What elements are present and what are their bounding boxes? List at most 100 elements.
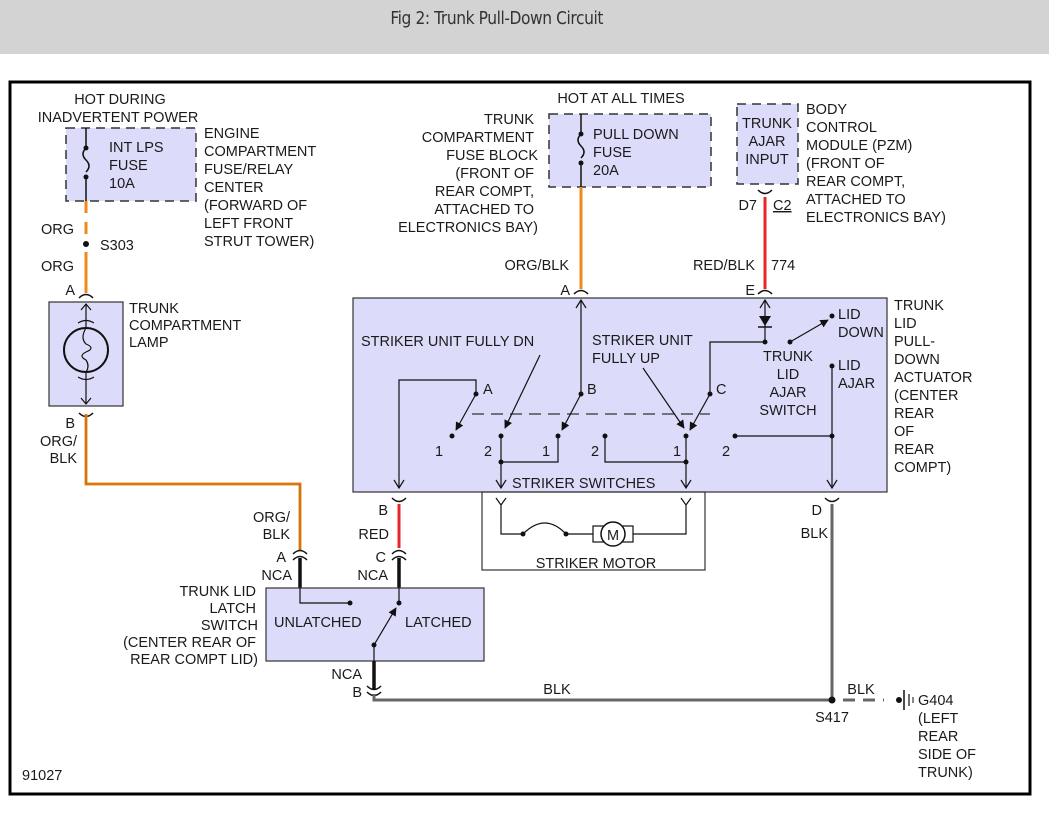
svg-text:BLK: BLK <box>50 451 78 467</box>
svg-text:FULLY UP: FULLY UP <box>592 351 660 367</box>
svg-text:SIDE OF: SIDE OF <box>918 747 976 763</box>
svg-text:COMPARTMENT: COMPARTMENT <box>204 144 316 160</box>
splice-s417 <box>828 696 836 704</box>
svg-text:ORG: ORG <box>41 222 74 238</box>
body-control-module: TRUNK AJAR INPUT BODY CONTROL MODULE (PZ… <box>736 102 946 226</box>
svg-text:ATTACHED TO: ATTACHED TO <box>434 202 534 218</box>
pull-down-fuse-block: HOT AT ALL TIMES PULL DOWN FUSE 20A TRUN… <box>398 91 712 236</box>
svg-text:FUSE: FUSE <box>593 145 632 161</box>
svg-text:REAR: REAR <box>894 406 934 422</box>
svg-text:TRUNK: TRUNK <box>763 349 813 365</box>
svg-text:OF: OF <box>894 424 914 440</box>
svg-text:BLK: BLK <box>801 526 829 542</box>
svg-text:(CENTER REAR OF: (CENTER REAR OF <box>123 635 256 651</box>
svg-text:TRUNK: TRUNK <box>894 298 944 314</box>
svg-text:1: 1 <box>673 444 681 460</box>
svg-text:TRUNK: TRUNK <box>742 116 792 132</box>
svg-text:ELECTRONICS BAY): ELECTRONICS BAY) <box>806 210 946 226</box>
svg-text:SWITCH: SWITCH <box>759 403 816 419</box>
svg-text:BODY: BODY <box>806 102 847 118</box>
svg-text:INPUT: INPUT <box>745 152 789 168</box>
trunk-fuse-block-location: TRUNK COMPARTMENT FUSE BLOCK (FRONT OF R… <box>398 112 538 236</box>
splice-s303 <box>83 241 89 247</box>
svg-text:LID: LID <box>894 316 917 332</box>
svg-text:UNLATCHED: UNLATCHED <box>274 615 362 631</box>
svg-text:TRUNK LID: TRUNK LID <box>179 584 256 600</box>
svg-text:NCA: NCA <box>331 667 362 683</box>
svg-text:A: A <box>65 283 75 299</box>
svg-text:LEFT FRONT: LEFT FRONT <box>204 216 293 232</box>
svg-text:SWITCH: SWITCH <box>201 618 258 634</box>
svg-text:STRIKER SWITCHES: STRIKER SWITCHES <box>512 476 655 492</box>
diagram-frame <box>8 80 1032 796</box>
svg-text:TRUNK: TRUNK <box>129 301 179 317</box>
svg-text:CENTER: CENTER <box>204 180 264 196</box>
svg-text:AJAR: AJAR <box>838 376 875 392</box>
svg-text:20A: 20A <box>593 163 619 179</box>
diode-icon <box>759 316 771 326</box>
svg-text:2: 2 <box>591 444 599 460</box>
svg-text:DOWN: DOWN <box>838 325 884 341</box>
svg-text:ORG/: ORG/ <box>253 510 291 526</box>
svg-text:G404: G404 <box>918 693 953 709</box>
svg-text:INADVERTENT POWER: INADVERTENT POWER <box>38 110 199 126</box>
svg-text:(LEFT: (LEFT <box>918 711 958 727</box>
svg-text:A: A <box>483 382 493 398</box>
svg-text:S303: S303 <box>100 238 134 254</box>
lamp-bulb-icon <box>63 327 109 373</box>
svg-text:1: 1 <box>542 444 550 460</box>
svg-text:COMPARTMENT: COMPARTMENT <box>129 318 241 334</box>
svg-text:ENGINE: ENGINE <box>204 126 260 142</box>
svg-text:PULL DOWN: PULL DOWN <box>593 127 679 143</box>
hot-at-all-times-label: HOT AT ALL TIMES <box>557 91 684 107</box>
svg-text:S417: S417 <box>815 710 849 726</box>
svg-text:BLK: BLK <box>543 682 571 698</box>
svg-text:C2: C2 <box>773 198 792 214</box>
svg-text:2: 2 <box>722 444 730 460</box>
svg-text:AJAR: AJAR <box>769 385 806 401</box>
svg-text:NCA: NCA <box>261 568 292 584</box>
svg-text:RED/BLK: RED/BLK <box>693 258 755 274</box>
svg-text:FUSE/RELAY: FUSE/RELAY <box>204 162 294 178</box>
svg-text:REAR: REAR <box>918 729 958 745</box>
trunk-lid-pull-down-actuator: TRUNK LID PULL- DOWN ACTUATOR (CENTER RE… <box>352 297 972 493</box>
svg-text:A: A <box>276 550 286 566</box>
svg-text:NCA: NCA <box>357 568 388 584</box>
svg-text:REAR COMPT,: REAR COMPT, <box>806 174 905 190</box>
svg-text:STRIKER UNIT FULLY DN: STRIKER UNIT FULLY DN <box>361 334 534 350</box>
svg-text:B: B <box>352 685 362 701</box>
int-lps-fuse-name: INT LPS <box>109 140 164 156</box>
svg-text:(CENTER: (CENTER <box>894 388 958 404</box>
svg-text:LATCHED: LATCHED <box>405 615 472 631</box>
circuit-breaker-icon <box>522 522 567 535</box>
svg-text:CONTROL: CONTROL <box>806 120 877 136</box>
svg-text:STRIKER MOTOR: STRIKER MOTOR <box>536 556 657 572</box>
svg-text:LID: LID <box>838 358 861 374</box>
int-lps-fuse-block: HOT DURING INADVERTENT POWER INT LPS FUS… <box>38 92 317 250</box>
svg-text:C: C <box>376 550 386 566</box>
svg-text:10A: 10A <box>109 176 135 192</box>
svg-text:B: B <box>65 416 75 432</box>
hot-during-inadvertent-label: HOT DURING <box>74 92 166 108</box>
svg-text:LID: LID <box>777 367 800 383</box>
striker-motor: M STRIKER MOTOR <box>481 491 706 572</box>
svg-text:FUSE: FUSE <box>109 158 148 174</box>
svg-text:B: B <box>378 503 388 519</box>
svg-text:ORG: ORG <box>41 259 74 275</box>
svg-text:FUSE BLOCK: FUSE BLOCK <box>446 148 538 164</box>
engine-fuse-center-location: ENGINE COMPARTMENT FUSE/RELAY CENTER (FO… <box>204 126 316 250</box>
svg-text:ORG/BLK: ORG/BLK <box>505 258 570 274</box>
svg-text:TRUNK): TRUNK) <box>918 765 973 781</box>
svg-text:REAR: REAR <box>894 442 934 458</box>
svg-text:LAMP: LAMP <box>129 335 169 351</box>
figure-header: Fig 2: Trunk Pull-Down Circuit <box>0 0 1049 54</box>
svg-text:LID: LID <box>838 307 861 323</box>
figure-title: Fig 2: Trunk Pull-Down Circuit <box>390 8 603 29</box>
motor-icon <box>600 521 626 547</box>
svg-text:BLK: BLK <box>847 682 875 698</box>
svg-text:(FRONT OF: (FRONT OF <box>806 156 885 172</box>
figure-id: 91027 <box>22 768 62 784</box>
fuse-icon <box>577 133 585 159</box>
svg-text:MODULE (PZM): MODULE (PZM) <box>806 138 912 154</box>
